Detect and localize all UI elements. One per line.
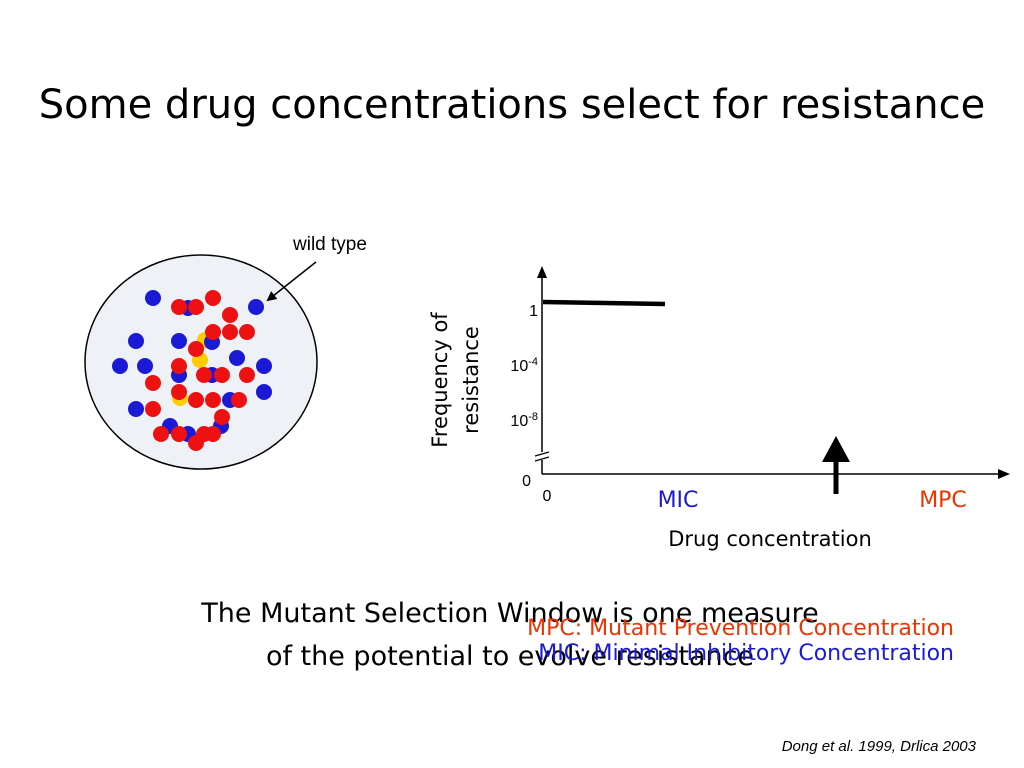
cell-red [239,324,255,340]
cell-red [171,384,187,400]
citation: Dong et al. 1999, Drlica 2003 [781,738,976,755]
cell-red [153,426,169,442]
slide-title: Some drug concentrations select for resi… [38,82,986,128]
cell-red [171,426,187,442]
cell-group [112,290,272,451]
y-axis-title-line2: resistance [459,326,483,434]
y-tick-label-1e-4: 10-4 [510,356,538,375]
cell-red [188,435,204,451]
graph: 1 10-4 10-8 0 0 MIC MPC Drug concentrati… [428,266,1010,551]
y-tick-label-1: 1 [529,303,538,320]
y-axis-title-line1: Frequency of [428,312,452,448]
cell-blue [112,358,128,374]
cell-blue [248,299,264,315]
x-axis-title: Drug concentration [668,527,872,551]
cell-red [214,409,230,425]
y-tick-label-1e-8: 10-8 [510,411,538,430]
cell-blue [256,358,272,374]
y-axis-title: Frequency of resistance [428,312,483,448]
legend-mpc: MPC: Mutant Prevention Concentration [527,616,954,641]
cell-red [188,341,204,357]
cell-red [188,299,204,315]
cell-blue [137,358,153,374]
cell-red [205,426,221,442]
cell-red [145,401,161,417]
cell-blue [128,333,144,349]
cell-red [239,367,255,383]
cell-red [222,324,238,340]
cell-red [231,392,247,408]
cell-red [145,375,161,391]
x-axis-arrowhead [998,469,1010,479]
wild-type-pointer [266,261,317,302]
caption-line-1: The Mutant Selection Window is one measu… [201,598,819,629]
cell-red [171,358,187,374]
y-tick-label-0: 0 [522,473,531,490]
cell-red [205,324,221,340]
cell-red [205,392,221,408]
y-axis-break-mark [534,456,550,462]
resistance-frequency-line [542,299,666,307]
y-axis-break-mark [534,451,550,457]
cell-blue [229,350,245,366]
cell-blue [145,290,161,306]
cell-red [222,307,238,323]
wild-type-label: wild type [292,234,367,255]
caption-line-2: of the potential to evolve resistance [265,641,755,672]
population-dish [84,254,318,470]
cell-red [196,367,212,383]
cell-red [171,299,187,315]
cell-blue [128,401,144,417]
y-axis-arrowhead [537,266,547,278]
mpc-up-arrow-head [822,436,850,462]
legend-mic: MIC: Minimal Inhibitory Concentration [538,641,954,666]
cell-blue [171,333,187,349]
x-tick-label-mic: MIC [658,488,699,513]
cell-red [188,392,204,408]
x-tick-label-0: 0 [543,488,552,505]
cell-red [205,290,221,306]
cell-red [214,367,230,383]
cell-blue [256,384,272,400]
x-tick-label-mpc: MPC [919,488,967,513]
